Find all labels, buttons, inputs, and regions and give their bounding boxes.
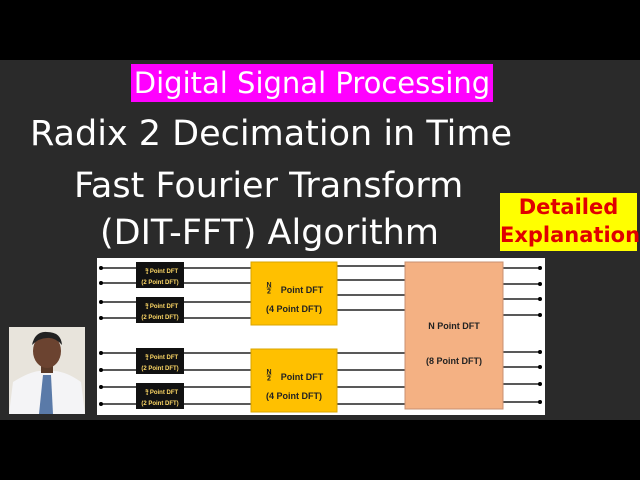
output-node [538, 313, 542, 317]
quarter-block-numerator: N [146, 387, 149, 392]
quarter-point-dft-block [136, 297, 184, 323]
half-block-label: Point DFT [281, 372, 324, 382]
title-line-2: Fast Fourier Transform [74, 166, 464, 206]
n-point-dft-block [404, 261, 504, 410]
quarter-block-numerator: N [146, 352, 149, 357]
badge-line-2: Explanation [500, 223, 640, 247]
quarter-block-label: Point DFT [150, 304, 179, 310]
quarter-block-sublabel: (2 Point DFT) [141, 280, 178, 286]
quarter-block-numerator: N [146, 266, 149, 271]
topic-banner: Digital Signal Processing [131, 64, 493, 102]
input-node [99, 281, 103, 285]
badge-line-1: Detailed [518, 195, 619, 219]
output-node [538, 282, 542, 286]
half-block-numerator: N [266, 369, 271, 376]
input-node [99, 266, 103, 270]
quarter-block-numerator: N [146, 301, 149, 306]
quarter-block-label: Point DFT [150, 269, 179, 275]
quarter-block-denominator: 4 [146, 270, 149, 275]
quarter-block-label: Point DFT [150, 390, 179, 396]
quarter-block-sublabel: (2 Point DFT) [141, 315, 178, 321]
full-block-label: N Point DFT [428, 321, 480, 331]
output-node [538, 266, 542, 270]
quarter-block-denominator: 4 [146, 391, 149, 396]
output-node [538, 382, 542, 386]
half-block-sublabel: (4 Point DFT) [266, 391, 322, 401]
input-node [99, 402, 103, 406]
half-block-sublabel: (4 Point DFT) [266, 304, 322, 314]
half-point-dft-block [250, 261, 338, 326]
presenter-photo [9, 327, 85, 414]
quarter-block-denominator: 4 [146, 305, 149, 310]
half-block-label: Point DFT [281, 285, 324, 295]
title-line-3: (DIT-FFT) Algorithm [100, 213, 439, 253]
half-block-numerator: N [266, 282, 271, 289]
quarter-block-denominator: 4 [146, 356, 149, 361]
quarter-point-dft-block [136, 262, 184, 288]
output-node [538, 400, 542, 404]
quarter-block-sublabel: (2 Point DFT) [141, 366, 178, 372]
quarter-block-sublabel: (2 Point DFT) [141, 401, 178, 407]
output-node [538, 297, 542, 301]
output-node [538, 365, 542, 369]
title-line-1: Radix 2 Decimation in Time [30, 114, 513, 154]
half-point-dft-block [250, 348, 338, 413]
quarter-point-dft-block [136, 383, 184, 409]
half-block-denominator: 2 [267, 376, 271, 383]
full-block-sublabel: (8 Point DFT) [426, 356, 482, 366]
input-node [99, 351, 103, 355]
detailed-explanation-badge: Detailed Explanation [500, 193, 640, 251]
input-node [99, 385, 103, 389]
input-node [99, 300, 103, 304]
quarter-point-dft-block [136, 348, 184, 374]
output-node [538, 350, 542, 354]
quarter-block-label: Point DFT [150, 355, 179, 361]
input-node [99, 368, 103, 372]
input-node [99, 316, 103, 320]
half-block-denominator: 2 [267, 289, 271, 296]
